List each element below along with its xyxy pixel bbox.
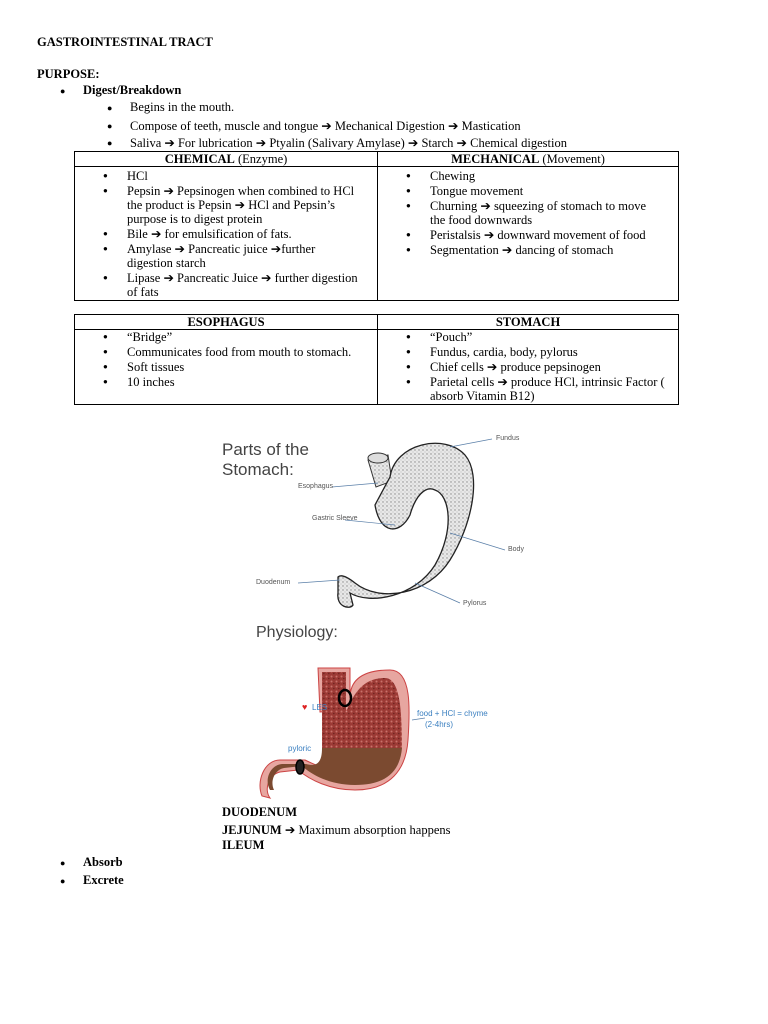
chemical-mechanical-table: CHEMICAL (Enzyme) MECHANICAL (Movement) … <box>74 151 679 301</box>
list-item: 10 inches <box>103 375 377 389</box>
list-item: Chief cells ➔ produce pepsinogen <box>406 360 672 374</box>
ileum-heading: ILEUM <box>222 838 265 852</box>
list-item: Tongue movement <box>406 184 664 198</box>
bullet: ● <box>107 121 113 131</box>
list-item: Churning ➔ squeezing of stomach to move … <box>406 199 664 227</box>
mechanical-header: MECHANICAL (Movement) <box>377 151 679 167</box>
pyloric-label: pyloric <box>288 744 312 753</box>
list-item: Lipase ➔ Pancreatic Juice ➔ further dige… <box>103 271 361 299</box>
list-item: “Pouch” <box>406 330 672 344</box>
digest-subitem: Compose of teeth, muscle and tongue ➔ Me… <box>130 119 521 133</box>
chemical-cell: HCl Pepsin ➔ Pepsinogen when combined to… <box>74 166 378 301</box>
digest-subitem: Begins in the mouth. <box>130 100 235 114</box>
list-item: HCl <box>103 169 361 183</box>
absorb-item: Absorb <box>83 855 123 869</box>
figure-heading: Parts of the Stomach: <box>222 440 309 479</box>
list-item: Chewing <box>406 169 664 183</box>
duodenum-heading: DUODENUM <box>222 805 297 819</box>
bullet: ● <box>107 103 113 113</box>
stomach-header: STOMACH <box>377 314 679 330</box>
bullet: ● <box>60 876 66 886</box>
physiology-figure: Physiology: ♥ LES pyloric food + HCl = c… <box>250 620 520 805</box>
stomach-cell: “Pouch” Fundus, cardia, body, pylorus Ch… <box>377 329 679 405</box>
list-item: “Bridge” <box>103 330 377 344</box>
bullet: ● <box>60 86 66 96</box>
list-item: Bile ➔ for emulsification of fats. <box>103 227 361 241</box>
list-item: Pepsin ➔ Pepsinogen when combined to HCl… <box>103 184 361 226</box>
excrete-item: Excrete <box>83 873 124 887</box>
list-item: Fundus, cardia, body, pylorus <box>406 345 672 359</box>
chyme-duration-label: (2-4hrs) <box>425 720 454 729</box>
jejunum-line: JEJUNUM ➔ Maximum absorption happens <box>222 823 451 837</box>
physiology-illustration <box>259 667 426 799</box>
list-item: Amylase ➔ Pancreatic juice ➔further dige… <box>103 242 361 270</box>
list-item: Segmentation ➔ dancing of stomach <box>406 243 664 257</box>
list-item: Soft tissues <box>103 360 377 374</box>
bullet: ● <box>107 138 113 148</box>
list-item: Peristalsis ➔ downward movement of food <box>406 228 664 242</box>
gastric-sleeve-label: Gastric Sleeve <box>312 515 358 522</box>
digest-item: Digest/Breakdown <box>83 83 182 97</box>
parts-of-stomach-figure: Parts of the Stomach: Fundus Esophagus G… <box>210 425 530 620</box>
duodenum-label: Duodenum <box>256 579 291 586</box>
mechanical-cell: Chewing Tongue movement Churning ➔ squee… <box>377 166 679 301</box>
heart-icon: ♥ <box>302 702 308 712</box>
chyme-label: food + HCl = chyme <box>417 709 488 718</box>
list-item: Parietal cells ➔ produce HCl, intrinsic … <box>406 375 672 403</box>
esophagus-cell: “Bridge” Communicates food from mouth to… <box>74 329 378 405</box>
esophagus-header: ESOPHAGUS <box>74 314 378 330</box>
bullet: ● <box>60 858 66 868</box>
les-label: LES <box>312 703 328 712</box>
purpose-label: PURPOSE: <box>37 67 100 81</box>
body-label: Body <box>508 546 524 553</box>
page-title: GASTROINTESTINAL TRACT <box>37 35 213 49</box>
esophagus-label: Esophagus <box>298 483 334 490</box>
chemical-header: CHEMICAL (Enzyme) <box>74 151 378 167</box>
digest-subitem: Saliva ➔ For lubrication ➔ Ptyalin (Sali… <box>130 136 567 150</box>
esophagus-stomach-table: ESOPHAGUS STOMACH “Bridge” Communicates … <box>74 314 679 405</box>
fundus-label: Fundus <box>496 435 520 442</box>
pylorus-label: Pylorus <box>463 600 487 607</box>
stomach-illustration <box>297 438 506 608</box>
list-item: Communicates food from mouth to stomach. <box>103 345 377 359</box>
physiology-heading: Physiology: <box>256 624 338 641</box>
